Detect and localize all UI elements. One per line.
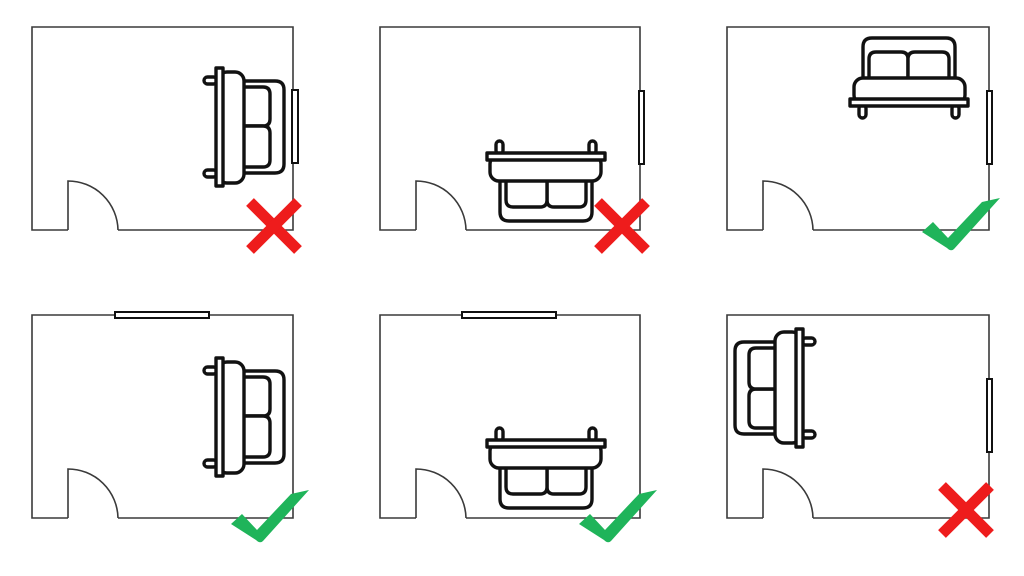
door bbox=[415, 468, 467, 519]
window bbox=[461, 311, 557, 319]
window bbox=[114, 311, 210, 319]
door bbox=[762, 180, 814, 231]
door bbox=[67, 180, 119, 231]
bed-icon bbox=[848, 36, 970, 120]
window bbox=[291, 89, 299, 164]
room-panel-6 bbox=[726, 314, 993, 534]
window bbox=[638, 90, 645, 165]
room-panel-3 bbox=[726, 26, 1000, 251]
red-x-icon bbox=[598, 202, 646, 250]
green-check-icon bbox=[231, 490, 309, 543]
window bbox=[986, 90, 993, 165]
window bbox=[986, 378, 993, 453]
room-panel-2 bbox=[379, 26, 646, 250]
bed-icon bbox=[202, 66, 286, 188]
red-x-icon bbox=[942, 486, 990, 534]
door bbox=[762, 468, 814, 519]
room-panel-1 bbox=[31, 26, 299, 250]
bed-icon bbox=[485, 139, 607, 223]
door bbox=[415, 180, 467, 231]
room-panel-4 bbox=[31, 311, 309, 543]
bed-icon bbox=[733, 327, 817, 449]
bed-icon bbox=[485, 426, 607, 510]
red-x-icon bbox=[250, 202, 298, 250]
bed-icon bbox=[202, 356, 286, 478]
room-panel-5 bbox=[379, 311, 657, 543]
door bbox=[67, 468, 119, 519]
